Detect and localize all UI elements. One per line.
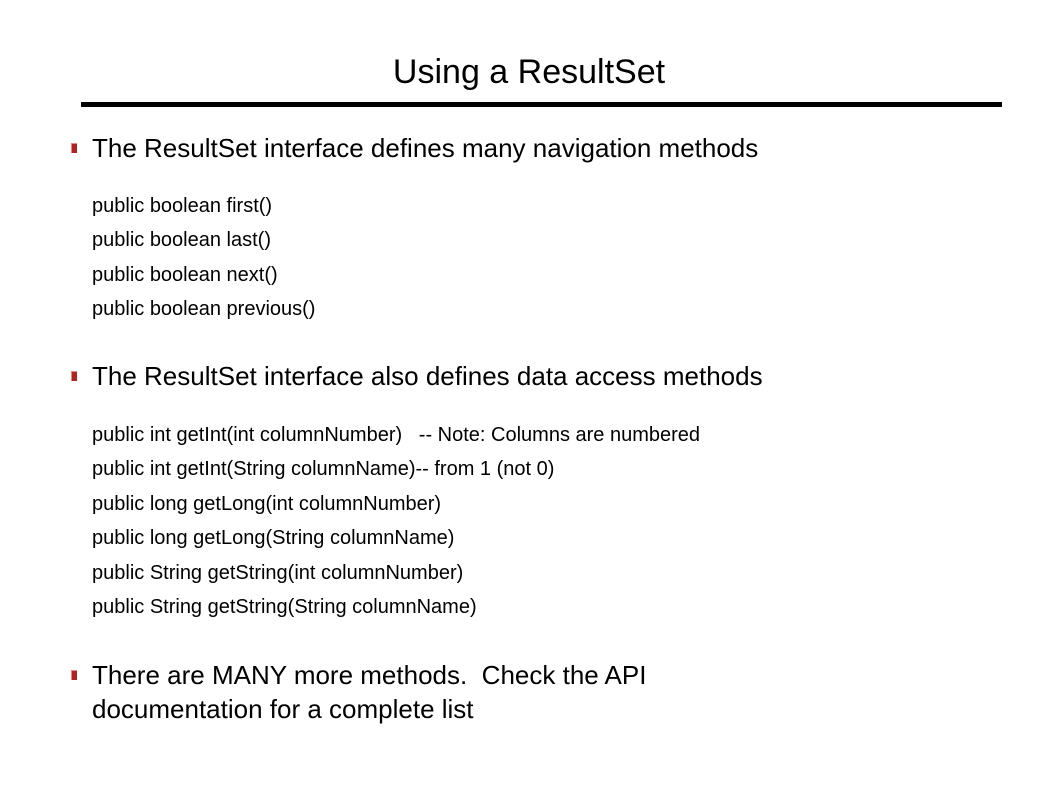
square-bullet-icon — [71, 371, 79, 383]
code-line: public boolean last() — [92, 229, 271, 252]
code-line: public boolean first() — [92, 195, 273, 217]
code-line: public long getLong(String columnName) — [92, 527, 455, 550]
code-line: public boolean next() — [92, 263, 278, 286]
title-rule — [81, 102, 1002, 107]
code-line: public boolean previous() — [92, 298, 316, 321]
code-line: public String getString(int columnNumber… — [92, 561, 464, 584]
bullet-text-line: documentation for a complete list — [92, 694, 474, 724]
bullet-text-line: There are MANY more methods. Check the A… — [92, 660, 647, 690]
bullet-more-methods: There are MANY more methods. Check the A… — [71, 658, 647, 726]
code-line: public long getLong(int columnNumber) — [92, 492, 442, 515]
code-line: public String getString(String columnNam… — [92, 595, 477, 618]
bullet-data-access-methods: The ResultSet interface also defines dat… — [71, 359, 763, 393]
code-line: public int getInt(String columnName)-- f… — [92, 458, 555, 481]
bullet-text: The ResultSet interface also defines dat… — [92, 361, 763, 391]
slide-title: Using a ResultSet — [392, 53, 666, 91]
square-bullet-icon — [71, 670, 79, 682]
data-access-methods-list: public int getInt(int columnNumber) -- N… — [92, 418, 700, 624]
bullet-navigation-methods: The ResultSet interface defines many nav… — [71, 131, 759, 165]
code-line: public int getInt(int columnNumber) -- N… — [92, 424, 701, 446]
navigation-methods-list: public boolean first() public boolean la… — [92, 189, 315, 327]
square-bullet-icon — [71, 143, 79, 155]
bullet-text: The ResultSet interface defines many nav… — [92, 133, 759, 163]
